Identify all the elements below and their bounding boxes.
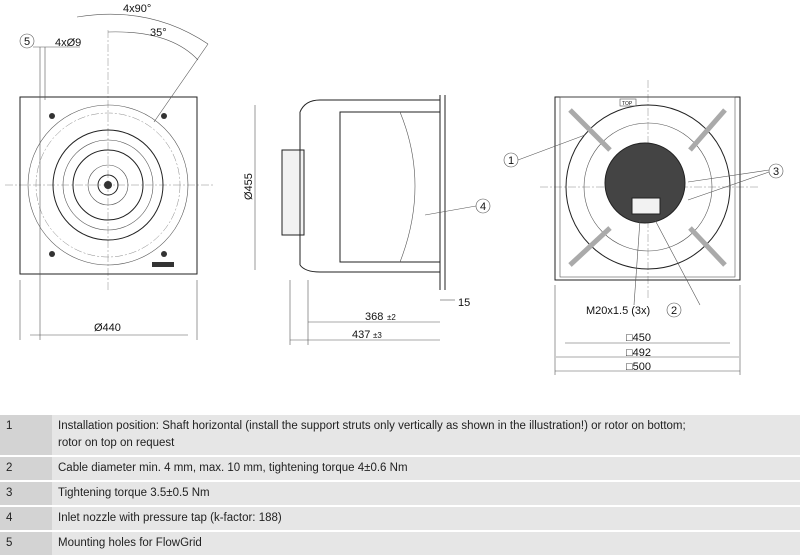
dimension-label: 4: [480, 201, 486, 213]
note-number: 5: [0, 530, 52, 555]
table-row: 1 Installation position: Shaft horizonta…: [0, 413, 800, 456]
notes-table: 1 Installation position: Shaft horizonta…: [0, 413, 800, 555]
note-text: Installation position: Shaft horizontal …: [52, 413, 800, 456]
note-text: Inlet nozzle with pressure tap (k-factor…: [52, 505, 800, 531]
side-view: Ø455 4 15 368 ±2 437 ±3: [243, 95, 491, 345]
table-row: 2 Cable diameter min. 4 mm, max. 10 mm, …: [0, 455, 800, 481]
note-text: Cable diameter min. 4 mm, max. 10 mm, ti…: [52, 455, 800, 481]
dimension-label: Ø440: [94, 322, 121, 334]
dimension-label: 437: [352, 329, 370, 341]
dimension-label: 368: [365, 311, 383, 323]
note-number: 2: [0, 455, 52, 481]
note-text: Mounting holes for FlowGrid: [52, 530, 800, 555]
dimension-label: 4x90°: [123, 3, 151, 15]
note-number: 3: [0, 480, 52, 506]
table-row: 5 Mounting holes for FlowGrid: [0, 530, 800, 555]
note-number: 1: [0, 413, 52, 456]
table-row: 4 Inlet nozzle with pressure tap (k-fact…: [0, 505, 800, 531]
dimension-label: □500: [626, 361, 651, 373]
dimension-label: 1: [508, 155, 514, 167]
note-text: Tightening torque 3.5±0.5 Nm: [52, 480, 800, 506]
dimension-label: 4xØ9: [55, 37, 81, 49]
dimension-label: 3: [773, 166, 779, 178]
note-number: 4: [0, 505, 52, 531]
technical-drawing: 5 4x90° 35° 4xØ9 Ø440 Ø455 4 15 368 ±2 4…: [5, 3, 784, 375]
dimension-label: □450: [626, 332, 651, 344]
dimension-label: ±2: [387, 313, 396, 322]
dimension-label: M20x1.5 (3x): [586, 305, 650, 317]
dimension-label: 35°: [150, 27, 167, 39]
dimension-label: TOP: [622, 101, 633, 107]
dimension-label: ±3: [373, 331, 382, 340]
dimension-label: 2: [671, 305, 677, 317]
dimension-label: 15: [458, 297, 470, 309]
front-view: TOP 1 3 M20x1.5 (3x) 2 □450 □492 □500: [503, 80, 784, 375]
table-row: 3 Tightening torque 3.5±0.5 Nm: [0, 480, 800, 506]
dimension-label: 5: [24, 36, 30, 48]
left-view: 5 4x90° 35° 4xØ9 Ø440: [5, 3, 215, 340]
dimension-label: Ø455: [243, 173, 255, 200]
dimension-label: □492: [626, 347, 651, 359]
